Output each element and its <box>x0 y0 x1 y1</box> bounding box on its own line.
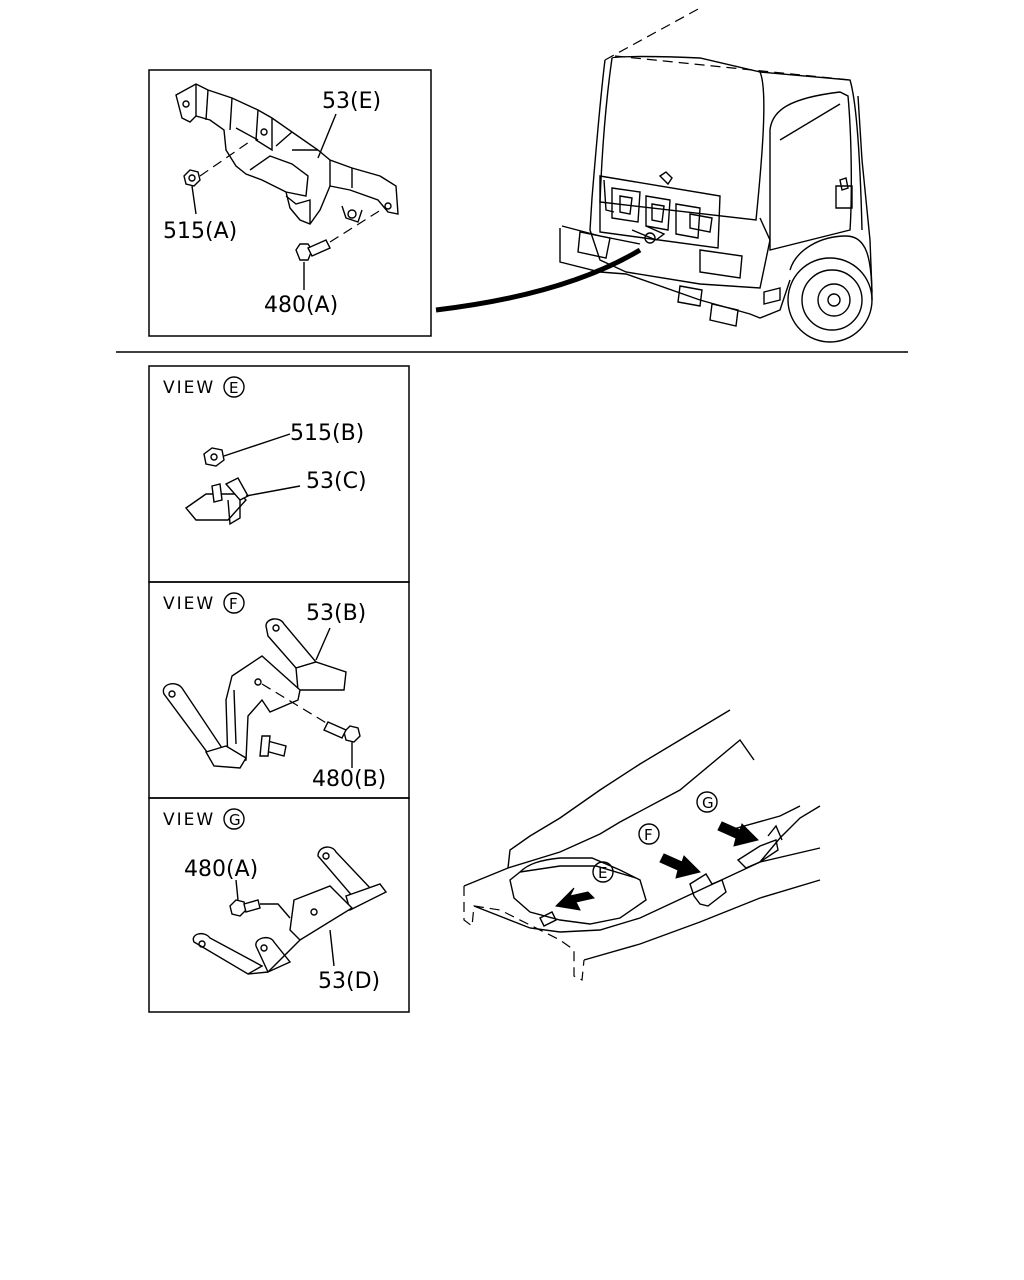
bracket-53e-illustration <box>175 83 399 225</box>
truck-cab-illustration <box>559 7 873 343</box>
view-e-title: VIEW <box>163 378 215 398</box>
nut-515a-icon <box>183 139 253 187</box>
arrow-e-icon <box>554 887 595 911</box>
label-480a-top: 480(A) <box>264 293 338 318</box>
marker-f: F <box>638 823 660 845</box>
view-f-box: VIEW F 53(B) 480(B) <box>148 581 410 799</box>
view-g-title: VIEW <box>163 810 215 830</box>
label-480b: 480(B) <box>312 767 386 792</box>
detail-box-top: 53(E) 515(A) 480(A) <box>148 69 432 337</box>
view-g-circle-icon <box>223 808 245 830</box>
nut-515b-icon <box>203 447 225 467</box>
bracket-53b-illustration <box>162 618 347 769</box>
marker-f-letter: F <box>644 826 653 844</box>
label-515b: 515(B) <box>290 421 364 446</box>
marker-e-letter: E <box>598 864 607 882</box>
view-f-circle-icon <box>223 592 245 614</box>
view-e-circle-icon <box>223 376 245 398</box>
bolt-480b-icon <box>261 683 361 743</box>
detail-leader-line <box>435 247 642 313</box>
marker-g: G <box>696 791 718 813</box>
label-53c: 53(C) <box>306 469 367 494</box>
view-e-box: VIEW E 515(B) 53(C) <box>148 365 410 583</box>
label-53d: 53(D) <box>318 969 380 994</box>
marker-e: E <box>592 861 614 883</box>
view-f-title: VIEW <box>163 594 215 614</box>
arrow-f-icon <box>659 853 701 879</box>
view-g-box: VIEW G 480(A) 53(D) <box>148 797 410 1013</box>
bracket-53d-illustration <box>192 846 388 975</box>
view-e-circle-letter: E <box>229 379 238 397</box>
view-f-circle-letter: F <box>229 595 238 613</box>
arrow-g-icon <box>717 821 759 847</box>
label-53b: 53(B) <box>306 601 366 626</box>
chassis-frame-illustration: E F G <box>463 709 821 981</box>
label-53e: 53(E) <box>322 89 381 114</box>
bolt-480a-icon <box>295 207 385 261</box>
label-480a-view-g: 480(A) <box>184 857 258 882</box>
bracket-53c-illustration <box>184 477 249 526</box>
view-g-circle-letter: G <box>229 811 241 829</box>
bolt-480a-view-g-icon <box>229 899 291 919</box>
marker-g-letter: G <box>702 794 714 812</box>
label-515a: 515(A) <box>163 219 237 244</box>
